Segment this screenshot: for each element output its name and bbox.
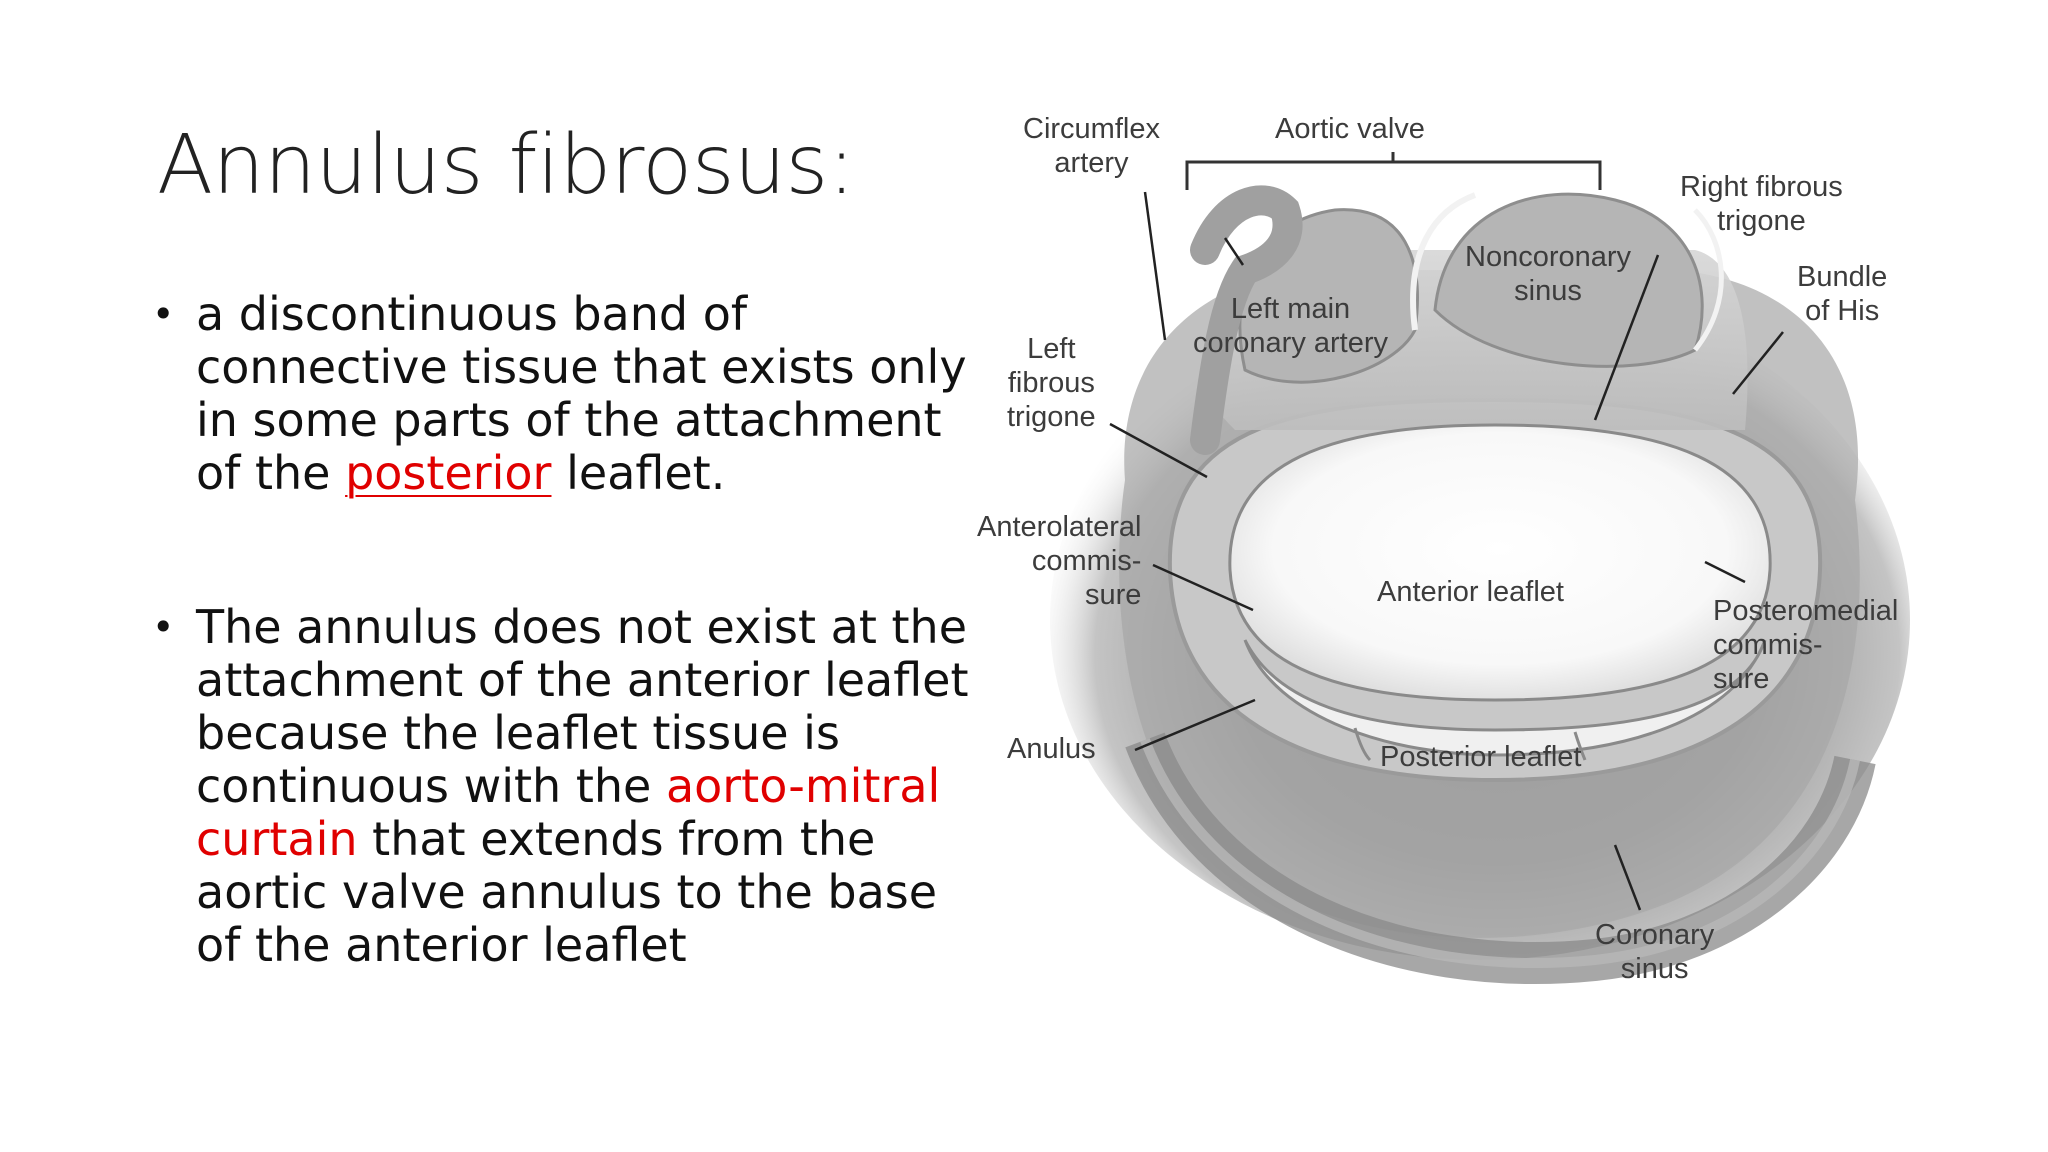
- label-anterior-leaflet: Anterior leaflet: [1377, 576, 1564, 608]
- label-posteromedial-commissure: Posteromedial commis- sure: [1713, 595, 1899, 695]
- label-aortic-valve: Aortic valve: [1275, 113, 1425, 145]
- posterior-leaflet-shape: [1243, 639, 1767, 757]
- bullet-item: • The annulus does not exist at the atta…: [150, 601, 970, 972]
- anterior-leaflet-shape: [1228, 423, 1772, 702]
- label-posterior-leaflet: Posterior leaflet: [1380, 741, 1582, 773]
- bullet-text: The annulus does not exist at the attach…: [196, 600, 969, 813]
- slide-title: Annulus fibrosus:: [157, 118, 855, 213]
- label-left-fibrous-trigone: Left fibrous trigone: [1007, 333, 1096, 433]
- bullet-text: a discontinuous band of connective tissu…: [196, 287, 967, 500]
- label-anulus: Anulus: [1007, 733, 1096, 765]
- aorto-mitral-curtain-highlight: aorto-mitral curtain: [196, 759, 941, 866]
- label-left-main-coronary-artery: Left main coronary artery: [1193, 293, 1389, 359]
- leader-lines: [1109, 191, 1784, 911]
- circumflex-artery-shape: [1190, 185, 1303, 455]
- label-anterolateral-commissure: Anterolateral commis- sure: [977, 511, 1142, 611]
- mitral-valve-illustration: Circumflex artery Aortic valve Right fib…: [975, 100, 1935, 1040]
- noncoronary-sinus-shape: [1433, 192, 1704, 368]
- label-coronary-sinus: Coronary sinus: [1595, 919, 1715, 985]
- label-bundle-of-his: Bundle of His: [1797, 261, 1888, 327]
- label-noncoronary-sinus: Noncoronary sinus: [1465, 241, 1632, 307]
- bullet-item: • a discontinuous band of connective tis…: [150, 288, 970, 500]
- label-circumflex-artery: Circumflex artery: [1023, 113, 1160, 179]
- valve-drawing: [1050, 152, 1910, 984]
- label-right-fibrous-trigone: Right fibrous trigone: [1680, 171, 1843, 237]
- bullet-icon: •: [152, 605, 175, 649]
- posterior-link[interactable]: posterior: [345, 446, 552, 500]
- aortic-valve-bracket: [1185, 160, 1602, 190]
- bullet-icon: •: [152, 292, 175, 336]
- bullet-list: • a discontinuous band of connective tis…: [150, 288, 970, 972]
- bullet-text-end: leaflet.: [551, 446, 726, 500]
- bullet-text-end: that extends from the aortic valve annul…: [196, 812, 938, 972]
